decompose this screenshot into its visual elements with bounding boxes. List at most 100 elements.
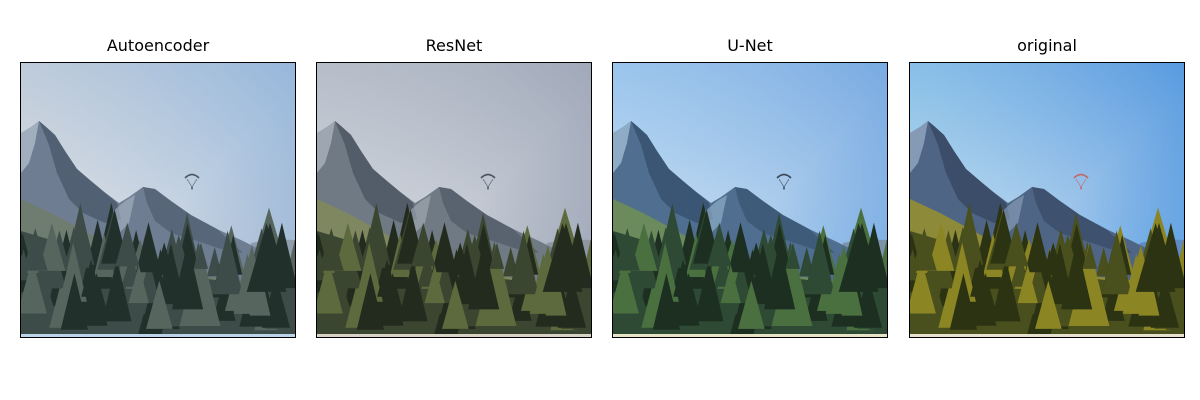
conifer-tree xyxy=(841,269,863,316)
conifer-tree xyxy=(398,258,428,322)
paraglider-wing xyxy=(184,173,200,179)
paraglider-pilot xyxy=(191,187,193,190)
bottom-strip xyxy=(910,334,1184,337)
rock-highlight xyxy=(613,121,631,173)
paraglider xyxy=(184,173,200,190)
conifer-tree xyxy=(21,258,47,314)
conifer-tree xyxy=(355,242,383,302)
conifer-tree xyxy=(542,223,583,292)
mountain-shadow xyxy=(39,121,121,223)
paraglider-wing xyxy=(1073,173,1089,179)
conifer-tree xyxy=(317,258,343,314)
conifer-tree xyxy=(442,280,469,329)
conifer-tree xyxy=(60,273,88,330)
conifer-tree xyxy=(22,228,48,271)
conifer-tree xyxy=(614,228,640,271)
conifer-tree xyxy=(838,223,879,292)
conifer-tree xyxy=(59,242,87,302)
conifer-tree xyxy=(948,242,976,302)
mountain-shadow xyxy=(143,187,243,253)
landscape-image xyxy=(910,63,1184,337)
paraglider-line xyxy=(191,178,198,188)
conifer-tree xyxy=(694,258,724,322)
panel-image xyxy=(612,62,888,338)
mountain-shadow xyxy=(735,187,835,253)
conifer-tree xyxy=(21,253,27,280)
panel-autoencoder: Autoencoder xyxy=(20,0,296,400)
conifer-tree xyxy=(927,222,955,271)
conifer-tree xyxy=(356,273,384,330)
conifer-tree xyxy=(249,269,271,316)
paraglider xyxy=(480,173,496,190)
conifer-tree xyxy=(1025,222,1051,273)
conifer-tree xyxy=(936,255,955,289)
paraglider-pilot xyxy=(783,187,785,190)
conifer-tree xyxy=(468,242,500,310)
conifer-tree xyxy=(136,222,162,273)
conifer-tree xyxy=(1061,242,1093,310)
conifer-tree xyxy=(1004,222,1029,267)
rock-highlight xyxy=(21,121,39,173)
landscape-image xyxy=(21,63,295,337)
mountain-shadow xyxy=(928,121,1010,223)
conifer-tree xyxy=(318,228,344,271)
conifer-tree xyxy=(910,253,916,280)
conifer-tree xyxy=(246,223,287,292)
mountain-shadow xyxy=(1032,187,1132,253)
conifer-tree xyxy=(910,258,936,314)
paraglider-line xyxy=(778,178,785,188)
mountain-shadow xyxy=(439,187,539,253)
conifer-tree xyxy=(1135,223,1176,292)
paraglider-line xyxy=(186,178,193,188)
conifer-tree xyxy=(81,259,101,297)
forest xyxy=(21,202,295,337)
paraglider-wing xyxy=(480,173,496,179)
panel-title: U-Net xyxy=(727,36,773,55)
landscape-image xyxy=(317,63,591,337)
conifer-tree xyxy=(991,258,1021,322)
panel-image xyxy=(316,62,592,338)
conifer-tree xyxy=(911,228,937,271)
conifer-tree xyxy=(38,222,66,271)
forest xyxy=(317,202,591,337)
conifer-tree xyxy=(317,253,323,280)
paraglider-pilot xyxy=(487,187,489,190)
bottom-strip xyxy=(21,334,295,337)
conifer-tree xyxy=(652,273,680,330)
conifer-tree xyxy=(738,280,765,329)
paraglider xyxy=(1073,173,1089,190)
conifer-tree xyxy=(728,222,754,273)
forest xyxy=(910,202,1184,337)
conifer-tree xyxy=(489,242,505,269)
forest xyxy=(613,202,887,337)
bottom-strip xyxy=(317,334,591,337)
conifer-tree xyxy=(1035,280,1062,329)
conifer-tree xyxy=(785,242,801,269)
mountain-shadow xyxy=(335,121,417,223)
conifer-tree xyxy=(411,222,436,267)
panel-image xyxy=(20,62,296,338)
bottom-strip xyxy=(613,334,887,337)
panel-resnet: ResNet xyxy=(316,0,592,400)
paraglider-line xyxy=(1075,178,1082,188)
conifer-tree xyxy=(115,222,140,267)
conifer-tree xyxy=(970,259,990,297)
conifer-tree xyxy=(212,230,243,295)
panel-unet: U-Net xyxy=(612,0,888,400)
conifer-tree xyxy=(102,258,132,322)
conifer-tree xyxy=(334,222,362,271)
paraglider-line xyxy=(487,178,494,188)
conifer-tree xyxy=(639,255,658,289)
conifer-tree xyxy=(804,230,835,295)
conifer-tree xyxy=(193,242,209,269)
conifer-tree xyxy=(377,259,397,297)
landscape-image xyxy=(613,63,887,337)
conifer-tree xyxy=(651,242,679,302)
mountain-shadow xyxy=(631,121,713,223)
conifer-tree xyxy=(146,280,173,329)
conifer-tree xyxy=(508,230,539,295)
paraglider-wing xyxy=(776,173,792,179)
paraglider-line xyxy=(783,178,790,188)
rock-highlight xyxy=(317,121,335,173)
conifer-tree xyxy=(707,222,732,267)
